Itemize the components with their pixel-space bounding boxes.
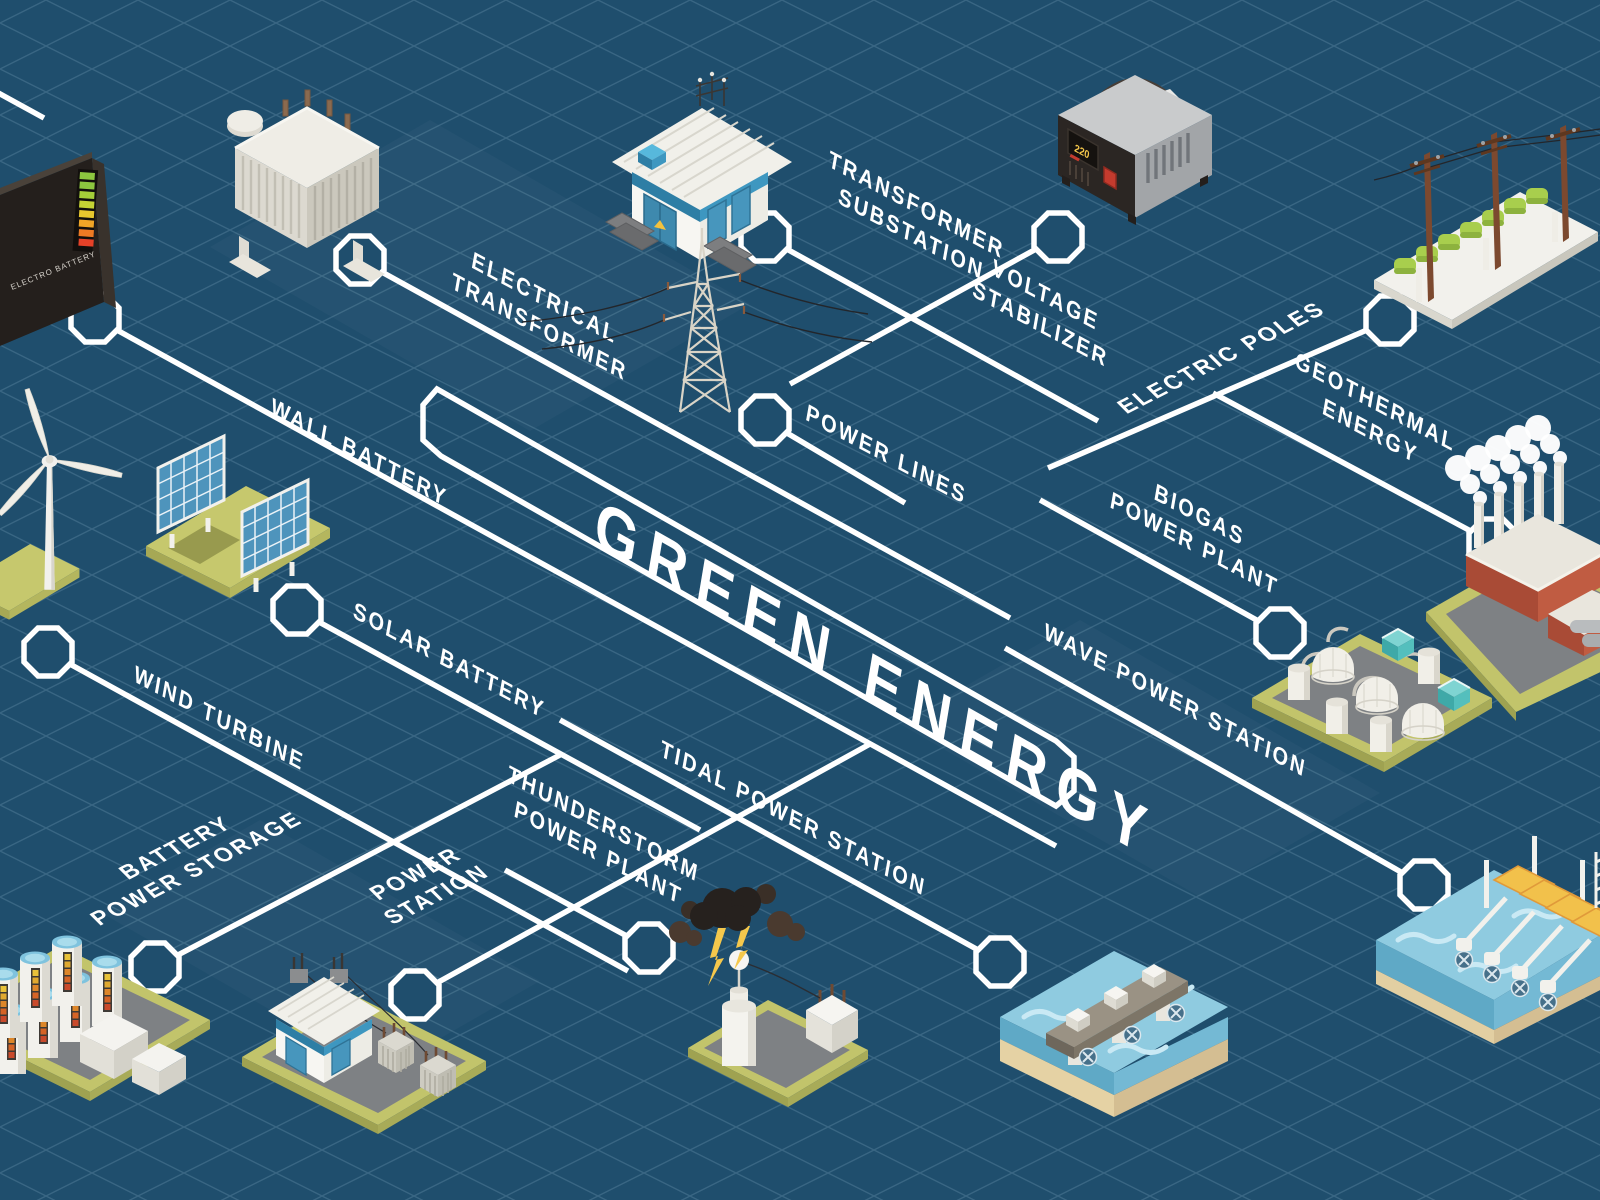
- service-truss: [1594, 852, 1600, 908]
- tidal-turbine: [1122, 1025, 1142, 1045]
- transformer-unit: [378, 1023, 414, 1073]
- node-power-station: [391, 971, 439, 1019]
- hub-outline: [420, 385, 1077, 810]
- arms: [1462, 896, 1592, 988]
- power-switch: [1103, 165, 1117, 191]
- steam: [1445, 415, 1567, 505]
- rooftop-frame: [695, 74, 729, 106]
- door: [285, 1035, 307, 1077]
- door: [731, 184, 751, 236]
- side-vents: [1146, 133, 1190, 183]
- tidal-turbine: [1078, 1047, 1098, 1067]
- rotor: [0, 387, 123, 518]
- storage-cylinder: [1288, 663, 1310, 700]
- storage-cylinder: [1370, 715, 1392, 752]
- substation-building-icon: [604, 71, 792, 275]
- float-panels: [1492, 865, 1600, 937]
- tidal-dam-icon: [1000, 951, 1228, 1117]
- teal-box: [1437, 677, 1471, 711]
- stabilizer-box-icon: 220: [1058, 75, 1212, 225]
- biogas-tanks-icon: [1252, 626, 1492, 772]
- insulators: [662, 274, 746, 322]
- storage-cylinder: [1418, 647, 1440, 684]
- node-battery-storage: [131, 943, 179, 991]
- poles: [1409, 125, 1581, 302]
- panel: [156, 433, 226, 548]
- solar-battery-line: [295, 607, 702, 833]
- steps: [604, 212, 758, 275]
- transformer-substation-line: [763, 234, 1100, 424]
- flow-lines: [0, 90, 1495, 998]
- transmission-tower-icon: [521, 228, 873, 413]
- tidal-turbine: [1166, 1003, 1186, 1023]
- wire: [747, 963, 821, 999]
- dome-tank: [1311, 647, 1355, 685]
- geothermal-plant-icon: [1426, 415, 1600, 721]
- teal-box: [1381, 627, 1415, 661]
- dome-tank: [1401, 703, 1445, 741]
- cooling-fins: [241, 156, 301, 238]
- geothermal-line: [1211, 390, 1495, 546]
- wave-raft-icon: [1376, 836, 1600, 1044]
- display: [1067, 127, 1099, 172]
- solar-panels-icon: [146, 433, 330, 598]
- wind-turbine-line: [46, 649, 630, 974]
- node-tidal: [976, 938, 1024, 986]
- node-solar-battery: [273, 586, 321, 634]
- power-station-icon: [242, 953, 486, 1134]
- door: [331, 1037, 351, 1077]
- charge-indicator: [72, 168, 99, 253]
- dam-buildings: [1066, 964, 1166, 1032]
- utility-poles-icon: [1373, 125, 1600, 329]
- lattice: [663, 228, 745, 413]
- chimneys: [1474, 461, 1564, 548]
- building: [268, 953, 380, 1083]
- wires: [521, 279, 873, 350]
- panel: [240, 477, 310, 592]
- roof-ribs: [623, 107, 775, 198]
- tidal-line: [558, 717, 1002, 965]
- power-station-line: [413, 741, 872, 998]
- buoys: [1454, 938, 1558, 1012]
- node-voltage-stabilizer: [1034, 213, 1082, 261]
- wall-battery-line: [93, 315, 1058, 849]
- node-wind-turbine: [24, 628, 72, 676]
- node-biogas: [1256, 609, 1304, 657]
- wind-turbine-icon: [0, 387, 123, 620]
- node-power-lines: [741, 396, 789, 444]
- voltage-stabilizer-line: [788, 234, 1060, 387]
- electrical-transformer-line: [358, 257, 1012, 621]
- transformer-unit: [420, 1047, 456, 1097]
- cooling-fins-right: [313, 158, 373, 240]
- storage-cylinder: [1326, 697, 1348, 734]
- biogas-line: [1038, 497, 1282, 636]
- battery-cylinders: [0, 935, 122, 1074]
- wave-line: [1003, 645, 1426, 888]
- dome-tank: [1355, 677, 1399, 715]
- battery-storage-line: [153, 752, 562, 970]
- storm-clouds: [669, 884, 805, 946]
- door: [707, 198, 727, 250]
- warning-triangle: [654, 220, 666, 230]
- electro-battery-icon: ELECTRO BATTERY: [0, 152, 116, 346]
- battery-cylinders-icon: [0, 935, 210, 1101]
- transformer-icon: [227, 89, 385, 282]
- node-thunderstorm: [625, 924, 673, 972]
- lightning-bolts: [708, 926, 750, 986]
- front-building: [1548, 590, 1600, 656]
- substation-box: [747, 963, 858, 1053]
- front-vents: [1069, 161, 1089, 186]
- edge-fragment-line: [0, 90, 46, 121]
- storage-boxes: [80, 1014, 186, 1095]
- storm-cloud-icon: [669, 884, 868, 1107]
